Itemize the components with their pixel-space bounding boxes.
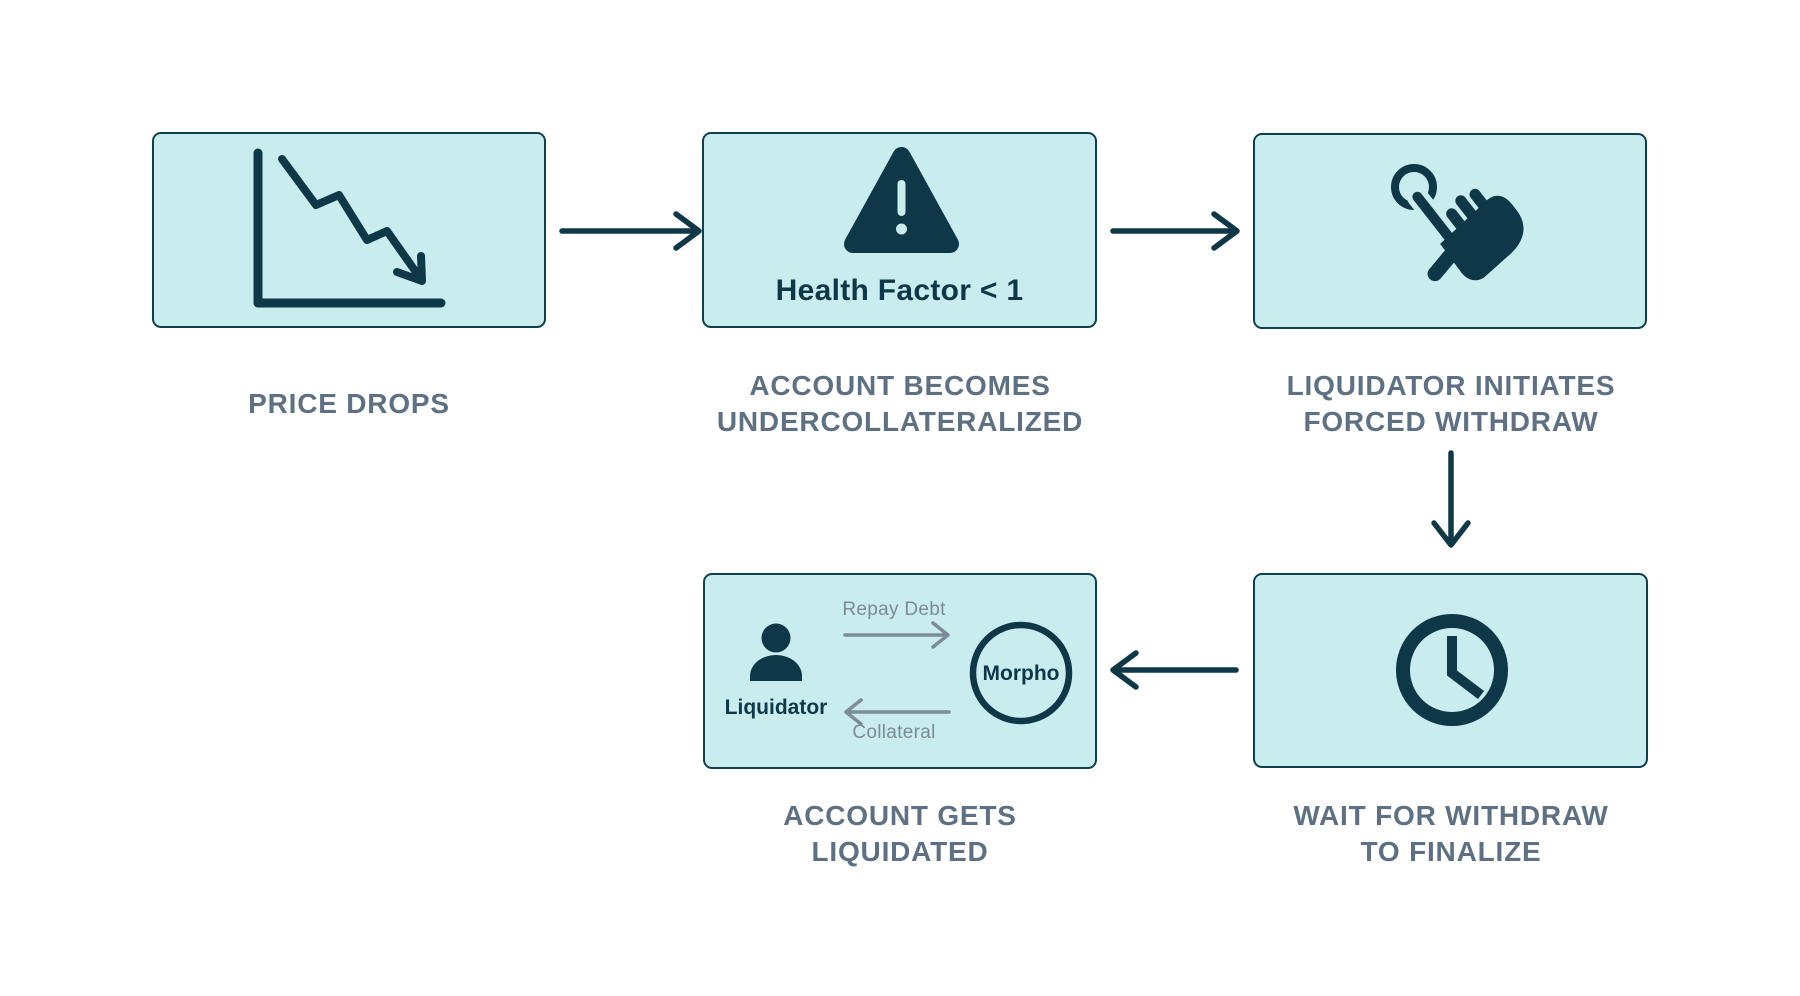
step-label-line: FORCED WITHDRAW <box>1303 406 1599 437</box>
morpho-label: Morpho <box>982 662 1060 685</box>
step-label-line: TO FINALIZE <box>1360 836 1542 867</box>
arrow-down-icon <box>1431 450 1471 548</box>
declining-chart-icon <box>253 148 446 308</box>
tap-hand-icon <box>1391 164 1524 282</box>
collateral-label: Collateral <box>852 722 936 743</box>
step-label-line: PRICE DROPS <box>248 388 450 419</box>
step-box-undercollateralized: Health Factor < 1 <box>702 132 1097 328</box>
arrow-right-icon <box>1110 211 1240 251</box>
step-label-line: WAIT FOR WITHDRAW <box>1293 800 1609 831</box>
step-box-wait-finalize <box>1253 573 1648 768</box>
morpho-circle <box>969 621 1073 725</box>
step-box-liquidated: Repay Debt Collateral Liquidator Morpho <box>703 573 1097 769</box>
step-box-forced-withdraw <box>1253 133 1647 329</box>
step-box-price-drops <box>152 132 546 328</box>
step-label-price-drops: PRICE DROPS <box>39 366 659 442</box>
liquidator-label: Liquidator <box>724 696 828 719</box>
step-label-line: UNDERCOLLATERALIZED <box>716 406 1084 437</box>
step-label-wait-finalize: WAIT FOR WITHDRAW TO FINALIZE <box>1141 796 1761 872</box>
collateral-arrow-icon <box>844 698 951 726</box>
arrow-left-icon <box>1110 650 1239 690</box>
step-label-line: LIQUIDATOR INITIATES <box>1286 370 1616 401</box>
step-label-undercollateralized: ACCOUNT BECOMES UNDERCOLLATERALIZED <box>590 366 1210 442</box>
step-label-line: ACCOUNT GETS <box>783 800 1017 831</box>
health-factor-text: Health Factor < 1 <box>775 274 1024 307</box>
repay-debt-label: Repay Debt <box>842 599 946 620</box>
step-label-line: LIQUIDATED <box>811 836 989 867</box>
warning-triangle-icon <box>844 147 959 253</box>
arrow-right-icon <box>559 211 702 251</box>
liquidation-exchange-graphic <box>750 621 1073 726</box>
person-icon <box>750 623 802 681</box>
clock-icon <box>1396 614 1508 726</box>
step-label-liquidated: ACCOUNT GETS LIQUIDATED <box>590 796 1210 872</box>
repay-debt-arrow-icon <box>843 621 950 649</box>
step-label-forced-withdraw: LIQUIDATOR INITIATES FORCED WITHDRAW <box>1141 366 1761 442</box>
step-label-line: ACCOUNT BECOMES <box>749 370 1051 401</box>
